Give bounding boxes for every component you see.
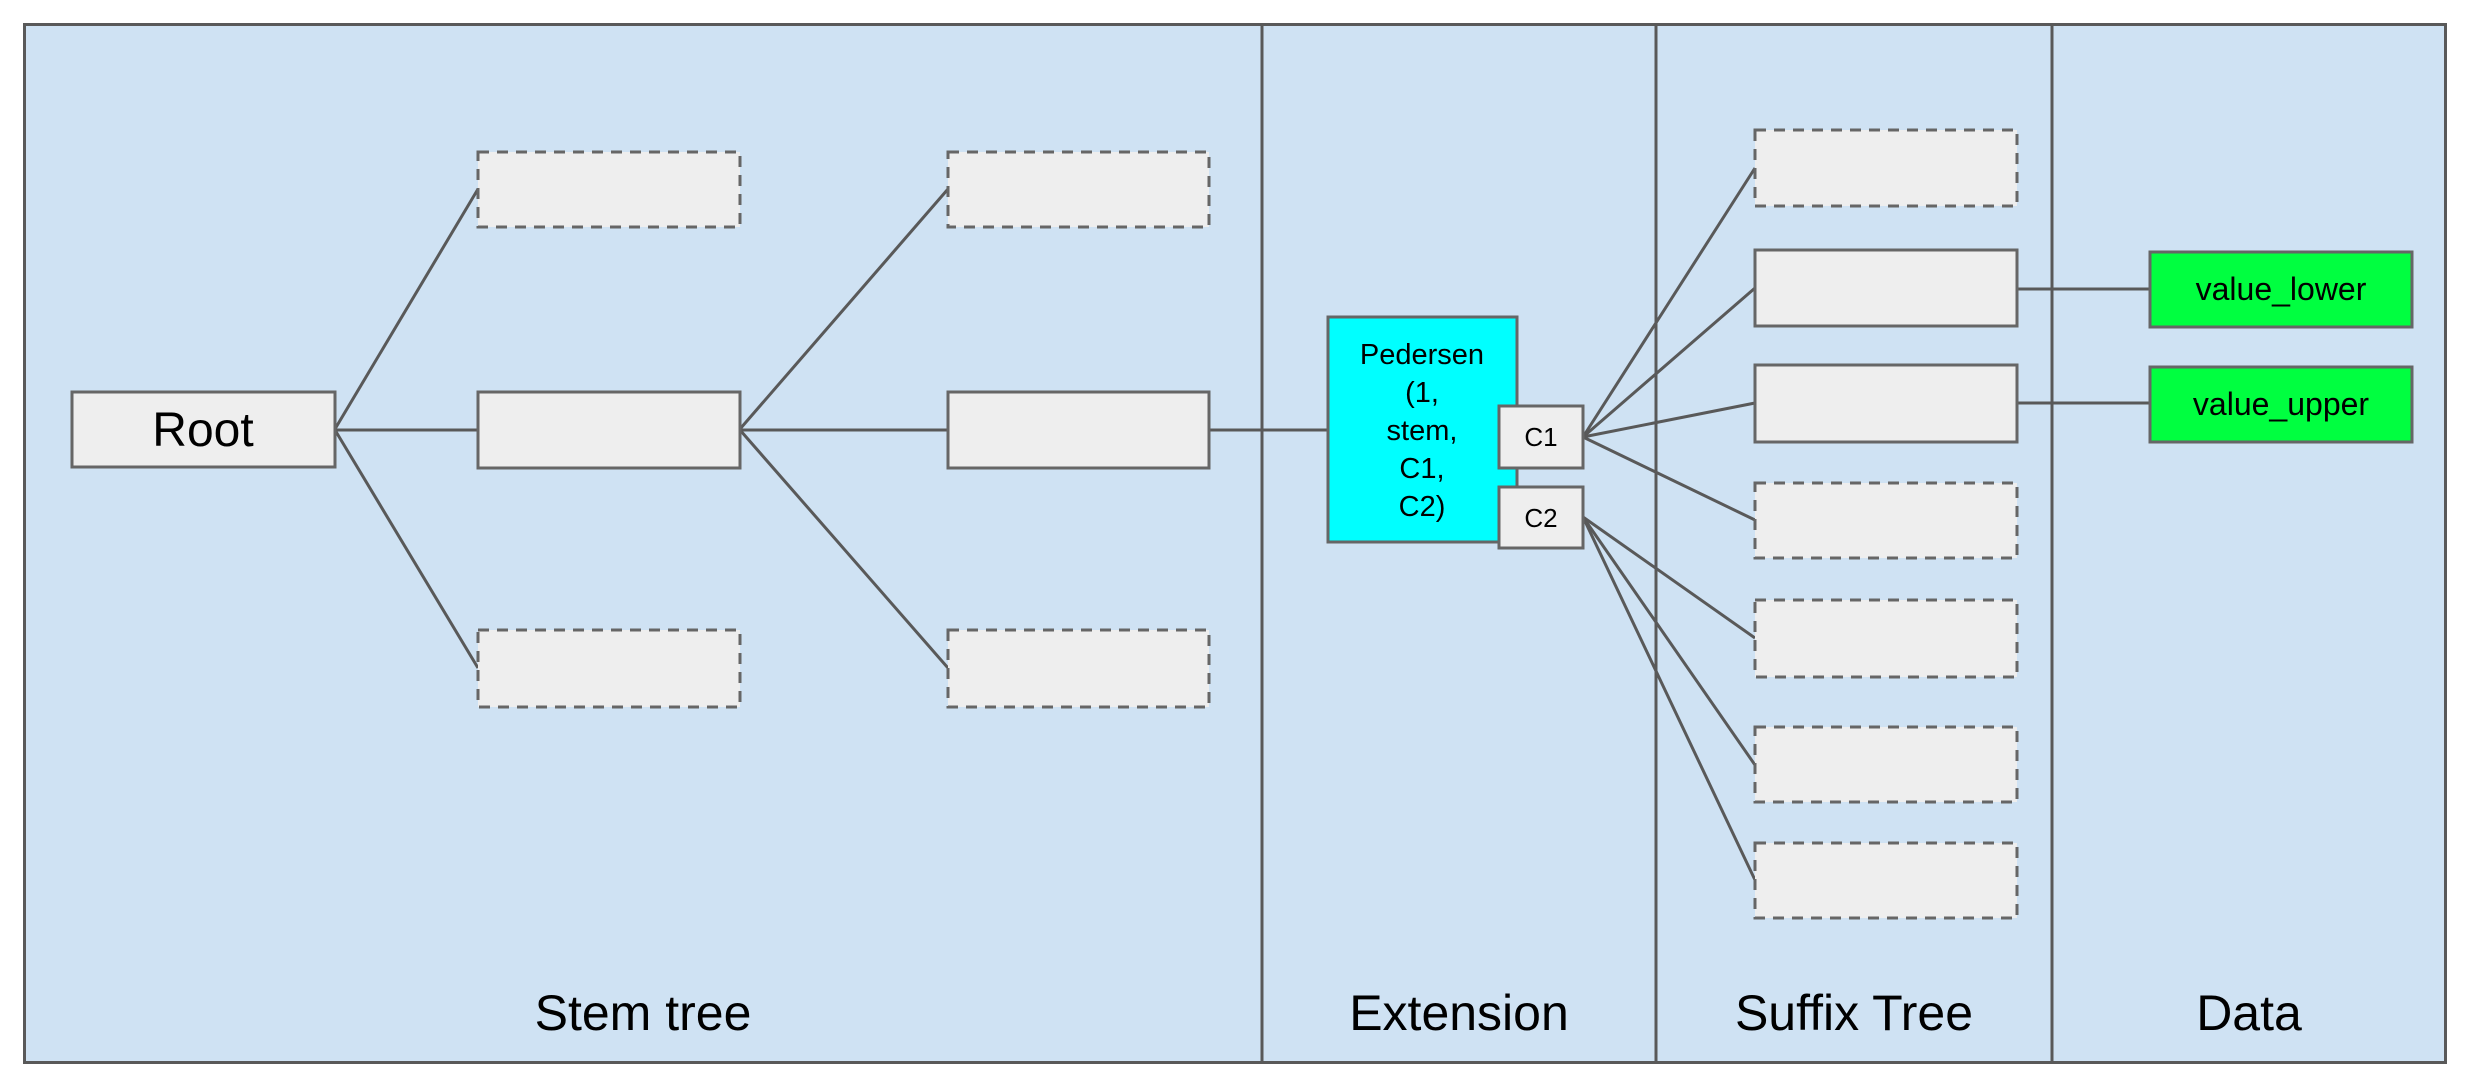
section-label-suffix-tree: Suffix Tree xyxy=(1735,985,1973,1041)
c1-node: C1 xyxy=(1497,404,1585,470)
value-lower-node: value_lower xyxy=(2148,250,2414,329)
suffix6-placeholder-node xyxy=(1753,725,2019,804)
suffix2-node xyxy=(1753,248,2019,328)
root-node: Root xyxy=(70,390,337,469)
section-label-stem-tree: Stem tree xyxy=(535,985,752,1041)
edge-root-to-stem1-top xyxy=(333,188,480,430)
stem2-bottom-placeholder-node xyxy=(946,628,1211,709)
stem2-middle-node xyxy=(946,390,1211,470)
suffix4-placeholder-node xyxy=(1753,481,2019,560)
stem1-top-placeholder-node xyxy=(476,150,742,229)
edge-stem1-to-stem2-top xyxy=(738,188,950,430)
edge-c1-to-suffix4 xyxy=(1582,435,1756,522)
diagram-frame xyxy=(23,23,2447,1064)
value-upper-node-label: value_upper xyxy=(2193,386,2369,422)
root-node-label: Root xyxy=(152,404,253,457)
suffix7-placeholder-node xyxy=(1753,841,2019,920)
c2-node: C2 xyxy=(1497,485,1585,550)
pedersen-node-label-line5: C2) xyxy=(1399,491,1446,523)
suffix5-placeholder-node xyxy=(1753,598,2019,679)
stem2-top-placeholder-node xyxy=(946,150,1211,229)
c1-node-label: C1 xyxy=(1524,422,1557,452)
section-label-data: Data xyxy=(2196,985,2302,1041)
suffix3-node xyxy=(1753,363,2019,444)
value-upper-node: value_upper xyxy=(2148,365,2414,444)
stem1-middle-node xyxy=(476,390,742,470)
edge-stem1-to-stem2-bottom xyxy=(738,429,950,669)
pedersen-node-label-line2: (1, xyxy=(1405,377,1439,409)
edge-c1-to-suffix3 xyxy=(1582,401,1756,439)
c2-node-label: C2 xyxy=(1524,503,1557,533)
pedersen-node: Pedersen (1, stem, C1, C2) xyxy=(1326,315,1519,544)
pedersen-node-label-line3: stem, xyxy=(1387,415,1458,447)
edge-root-to-stem1-bottom xyxy=(333,429,480,669)
pedersen-node-label-line4: C1, xyxy=(1399,453,1444,485)
edge-c2-to-suffix6 xyxy=(1581,516,1757,766)
edge-c1-to-suffix1 xyxy=(1581,167,1757,438)
edge-c2-to-suffix7 xyxy=(1581,516,1757,881)
edge-c2-to-suffix5 xyxy=(1582,515,1756,640)
edge-c1-to-suffix2 xyxy=(1582,286,1756,439)
stem1-bottom-placeholder-node xyxy=(476,628,742,709)
pedersen-node-label-line1: Pedersen xyxy=(1360,339,1484,371)
suffix1-placeholder-node xyxy=(1753,128,2019,208)
section-label-extension: Extension xyxy=(1349,985,1569,1041)
value-lower-node-label: value_lower xyxy=(2196,271,2367,307)
